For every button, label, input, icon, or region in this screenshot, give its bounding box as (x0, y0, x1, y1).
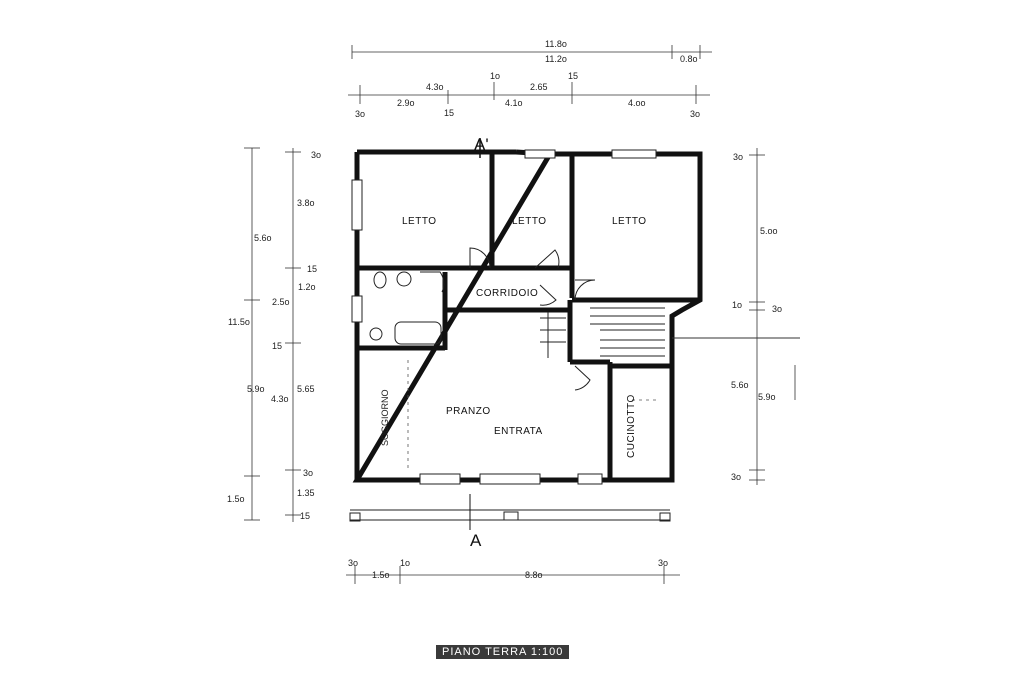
dim-left2-f: 4.3o (271, 394, 289, 404)
top-dimension-lines: 11.8o 11.2o 0.8o 3o 2.9o 4.3o 15 1o 4.1o… (348, 39, 712, 119)
dim-top2-f: 4.1o (505, 98, 523, 108)
room-label-letto-2: LETTO (512, 216, 547, 227)
dim-bottom-b: 1.5o (372, 570, 390, 580)
room-label-soggiorno: SOGGIORNO (380, 389, 390, 446)
dim-left2-a: 3o (311, 150, 321, 160)
dim-left1-e: 1.5o (227, 494, 245, 504)
dim-top2-i: 4.oo (628, 98, 646, 108)
dim-bottom-e: 3o (658, 558, 668, 568)
dim-left2-d: 1.2o (298, 282, 316, 292)
room-label-entrata: ENTRATA (494, 426, 543, 437)
dim-right-e: 5.6o (731, 380, 749, 390)
dim-left1-b: 2.5o (272, 297, 290, 307)
dim-left2-i: 1.35 (297, 488, 315, 498)
dim-top2-a: 3o (355, 109, 365, 119)
dim-left1-c: 11.5o (228, 317, 250, 327)
dim-top2-g: 2.65 (530, 82, 548, 92)
fixtures (349, 138, 800, 530)
bathtub-icon (394, 321, 442, 345)
dim-top2-e: 1o (490, 71, 500, 81)
right-dimension-lines: 3o 5.oo 1o 3o 5.6o 5.9o 3o (731, 148, 796, 485)
left-dimension-lines: 5.6o 2.5o 11.5o 5.9o 1.5o 3o 3.8o 15 1.2… (227, 147, 321, 522)
dim-bottom-a: 3o (348, 558, 358, 568)
dim-bottom-d: 8.8o (525, 570, 543, 580)
dim-left2-c: 15 (307, 264, 317, 274)
dim-right-f: 5.9o (758, 392, 776, 402)
room-labels: LETTO LETTO LETTO CORRIDOIO PRANZO ENTRA… (380, 216, 647, 458)
dim-top-overall: 11.8o (545, 39, 567, 49)
dim-bottom-c: 1o (400, 558, 410, 568)
dim-left2-g: 5.65 (297, 384, 315, 394)
dim-top2-j: 3o (690, 109, 700, 119)
bidet-icon (369, 327, 383, 341)
dim-right-d: 3o (772, 304, 782, 314)
section-mark-top: A' (474, 135, 489, 154)
room-label-cucinotto: CUCINOTTO (626, 394, 637, 458)
dim-top2-h: 15 (568, 71, 578, 81)
room-label-corridoio: CORRIDOIO (476, 288, 538, 299)
stairs (540, 307, 665, 358)
room-label-letto-3: LETTO (612, 216, 647, 227)
section-mark-bottom: A (470, 531, 482, 550)
dim-right-a: 3o (733, 152, 743, 162)
room-label-letto-1: LETTO (402, 216, 437, 227)
dim-left2-b: 3.8o (297, 198, 315, 208)
dim-top-inner: 11.2o (545, 54, 567, 64)
sink-icon (396, 271, 412, 287)
dim-top-overhang: 0.8o (680, 54, 698, 64)
dim-left2-j: 15 (300, 511, 310, 521)
dim-left1-a: 5.6o (254, 233, 272, 243)
room-label-pranzo: PRANZO (446, 406, 491, 417)
dim-top2-c: 4.3o (426, 82, 444, 92)
dim-top2-d: 15 (444, 108, 454, 118)
bottom-dimension-lines: 3o 1.5o 1o 8.8o 3o (346, 558, 680, 584)
toilet-icon (373, 271, 387, 289)
drawing-title: PIANO TERRA 1:100 (436, 645, 570, 659)
dim-right-g: 3o (731, 472, 741, 482)
dim-right-b: 5.oo (760, 226, 778, 236)
dim-left2-e: 15 (272, 341, 282, 351)
dim-right-c: 1o (732, 300, 742, 310)
dim-top2-b: 2.9o (397, 98, 415, 108)
dim-left2-h: 3o (303, 468, 313, 478)
dim-left1-d: 5.9o (247, 384, 265, 394)
